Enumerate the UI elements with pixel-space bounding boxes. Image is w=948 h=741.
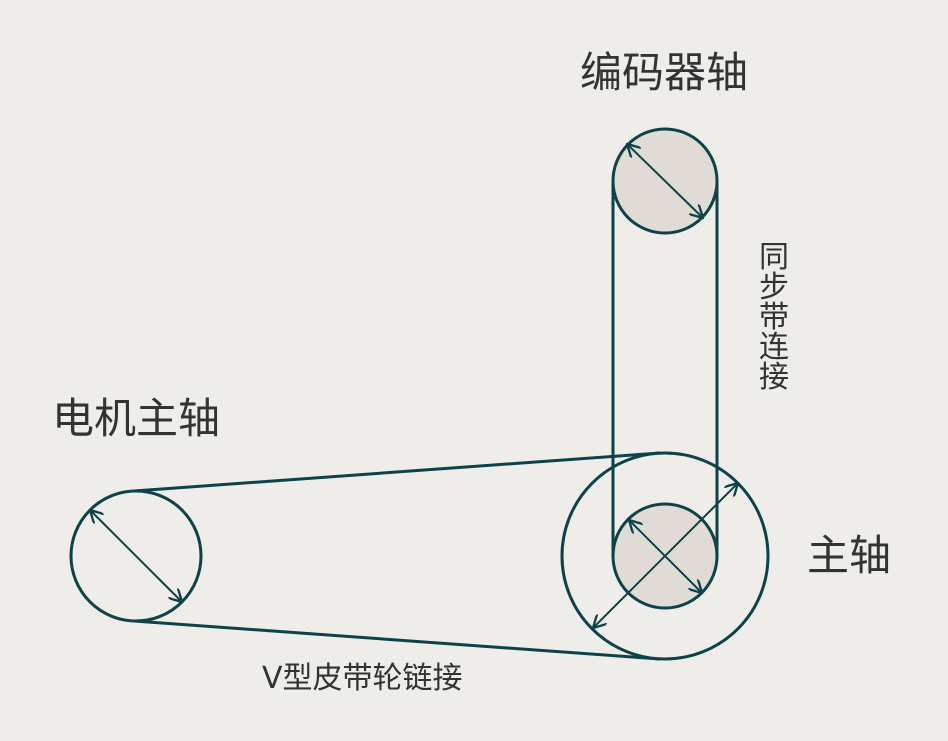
sync-belt-label: 同步带连接 <box>759 240 789 395</box>
encoder-diameter-arrow <box>627 144 703 218</box>
spindle-large-pulley <box>560 451 770 661</box>
motor-shaft-label: 电机主轴 <box>52 394 221 443</box>
motor-diameter-arrow <box>90 510 182 602</box>
v-belt-label: V型皮带轮链接 <box>262 661 463 696</box>
v-belt-bottom <box>133 619 661 661</box>
v-belt-top <box>133 451 661 493</box>
encoder-shaft-label: 编码器轴 <box>580 48 749 97</box>
spindle-small-diameter-arrow <box>629 520 702 593</box>
spindle-label: 主轴 <box>807 531 892 580</box>
